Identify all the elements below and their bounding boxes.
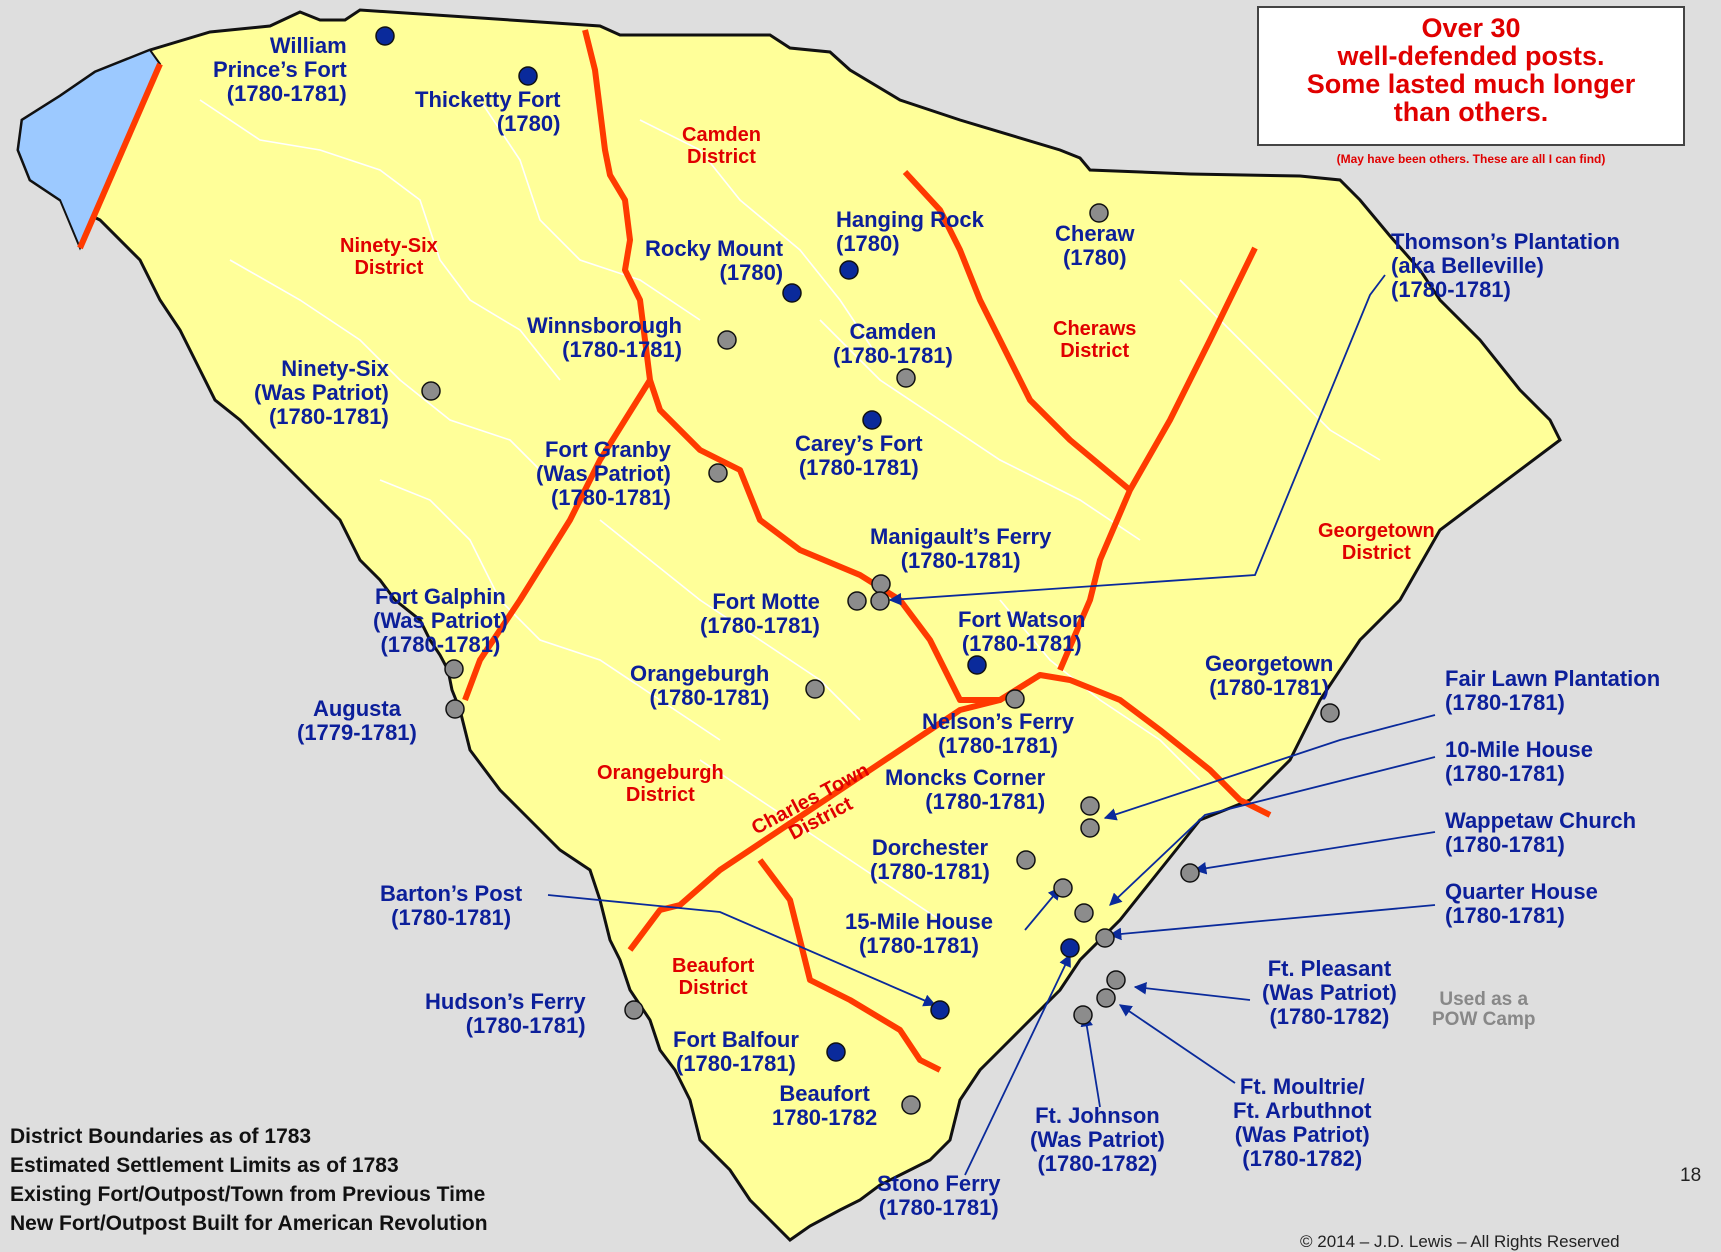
label-10-mile-house: 10-Mile House(1780-1781)	[1445, 737, 1593, 786]
marker-fort-balfour	[826, 1042, 846, 1062]
marker-10-mile-house	[1074, 903, 1094, 923]
settlement-limits	[199, 99, 1381, 921]
copyright: © 2014 – J.D. Lewis – All Rights Reserve…	[1300, 1232, 1620, 1251]
label-ft-johnson: Ft. Johnson(Was Patriot)(1780-1782)	[1030, 1103, 1165, 1176]
label-hudsons-ferry: Hudson’s Ferry(1780-1781)	[425, 989, 586, 1038]
label-moncks-corner: Moncks Corner(1780-1781)	[885, 765, 1046, 814]
label-cheraw: Cheraw(1780)	[1055, 221, 1135, 270]
label-15-mile-house: 15-Mile House(1780-1781)	[845, 909, 993, 958]
callout-line: than others.	[1393, 97, 1549, 127]
label-careys-fort: Carey’s Fort(1780-1781)	[795, 431, 923, 480]
label-dorchester: Dorchester(1780-1781)	[870, 835, 990, 884]
marker-winnsborough	[717, 330, 737, 350]
callout-line: Some lasted much longer	[1306, 69, 1636, 99]
legend-item: New Fort/Outpost Built for American Revo…	[10, 1212, 488, 1235]
page-number: 18	[1680, 1165, 1702, 1186]
marker-hudsons-ferry	[624, 1000, 644, 1020]
marker-moncks-corner	[1080, 796, 1100, 816]
marker-wappetaw-church	[1180, 863, 1200, 883]
marker-fort-motte	[847, 591, 867, 611]
marker-georgetown	[1320, 703, 1340, 723]
marker-cheraw	[1089, 203, 1109, 223]
label-ft-moultrie: Ft. Moultrie/Ft. Arbuthnot(Was Patriot)(…	[1233, 1074, 1372, 1171]
marker-quarter-house	[1095, 928, 1115, 948]
label-nelsons-ferry: Nelson’s Ferry(1780-1781)	[922, 709, 1075, 758]
state-land	[16, 8, 1562, 1242]
label-fort-galphin: Fort Galphin(Was Patriot)(1780-1781)	[373, 584, 508, 657]
marker-william-princes-fort	[375, 26, 395, 46]
label-georgetown: Georgetown(1780-1781)	[1205, 651, 1334, 700]
marker-hanging-rock	[839, 260, 859, 280]
label-fort-granby: Fort Granby(Was Patriot)(1780-1781)	[536, 437, 671, 510]
callout-box: Over 30 well-defended posts. Some lasted…	[1257, 6, 1685, 146]
district-boundaries	[77, 29, 1272, 1073]
marker-dorchester	[1016, 850, 1036, 870]
label-orangeburgh: Orangeburgh(1780-1781)	[630, 661, 770, 710]
marker-augusta	[445, 699, 465, 719]
marker-fair-lawn-plantation	[1080, 818, 1100, 838]
marker-thomsons-plantation	[870, 591, 890, 611]
label-ninety-six: Ninety-Six(Was Patriot)(1780-1781)	[254, 356, 389, 429]
label-fort-watson: Fort Watson(1780-1781)	[958, 607, 1086, 656]
marker-fort-watson	[967, 655, 987, 675]
legend-item: Estimated Settlement Limits as of 1783	[10, 1154, 399, 1177]
label-stono-ferry: Stono Ferry(1780-1781)	[877, 1171, 1001, 1220]
marker-beaufort	[901, 1095, 921, 1115]
marker-thicketty-fort	[518, 66, 538, 86]
marker-camden	[896, 368, 916, 388]
marker-careys-fort	[862, 410, 882, 430]
legend-item: Existing Fort/Outpost/Town from Previous…	[10, 1183, 486, 1206]
label-hanging-rock: Hanging Rock(1780)	[836, 207, 984, 256]
water-area	[16, 48, 162, 251]
marker-ft-moultrie	[1096, 988, 1116, 1008]
marker-fort-galphin	[444, 659, 464, 679]
legend: District Boundaries as of 1783 Estimated…	[10, 1122, 488, 1238]
marker-stono-ferry	[1060, 938, 1080, 958]
marker-15-mile-house	[1053, 878, 1073, 898]
label-winnsborough: Winnsborough(1780-1781)	[527, 313, 682, 362]
label-rocky-mount: Rocky Mount(1780)	[645, 236, 784, 285]
fort-markers	[375, 26, 1340, 1115]
label-thicketty-fort: Thicketty Fort(1780)	[415, 87, 561, 136]
label-ft-pleasant: Ft. Pleasant(Was Patriot)(1780-1782)	[1262, 956, 1397, 1029]
label-bartons-post: Barton’s Post(1780-1781)	[380, 881, 523, 930]
label-augusta: Augusta(1779-1781)	[297, 696, 417, 745]
label-fair-lawn-plantation: Fair Lawn Plantation(1780-1781)	[1445, 666, 1661, 715]
marker-ninety-six	[421, 381, 441, 401]
label-fort-balfour: Fort Balfour(1780-1781)	[673, 1027, 799, 1076]
leader-lines	[547, 274, 1436, 1176]
label-thomsons-plantation: Thomson’s Plantation(aka Belleville)(178…	[1391, 229, 1620, 302]
marker-rocky-mount	[782, 283, 802, 303]
marker-bartons-post	[930, 1000, 950, 1020]
callout-line: well-defended posts.	[1337, 41, 1605, 71]
marker-ft-pleasant	[1106, 970, 1126, 990]
marker-fort-granby	[708, 463, 728, 483]
legend-item: District Boundaries as of 1783	[10, 1125, 312, 1148]
marker-nelsons-ferry	[1005, 689, 1025, 709]
marker-manigaults-ferry	[871, 574, 891, 594]
label-quarter-house: Quarter House(1780-1781)	[1445, 879, 1598, 928]
label-wappetaw-church: Wappetaw Church(1780-1781)	[1445, 808, 1637, 857]
label-manigaults-ferry: Manigault’s Ferry(1780-1781)	[870, 524, 1052, 573]
callout-line: Over 30	[1421, 13, 1521, 43]
callout-note: (May have been others. These are all I c…	[1336, 152, 1606, 166]
label-camden: Camden(1780-1781)	[833, 319, 953, 368]
marker-orangeburgh	[805, 679, 825, 699]
marker-ft-johnson	[1073, 1005, 1093, 1025]
label-fort-motte: Fort Motte(1780-1781)	[700, 589, 820, 638]
